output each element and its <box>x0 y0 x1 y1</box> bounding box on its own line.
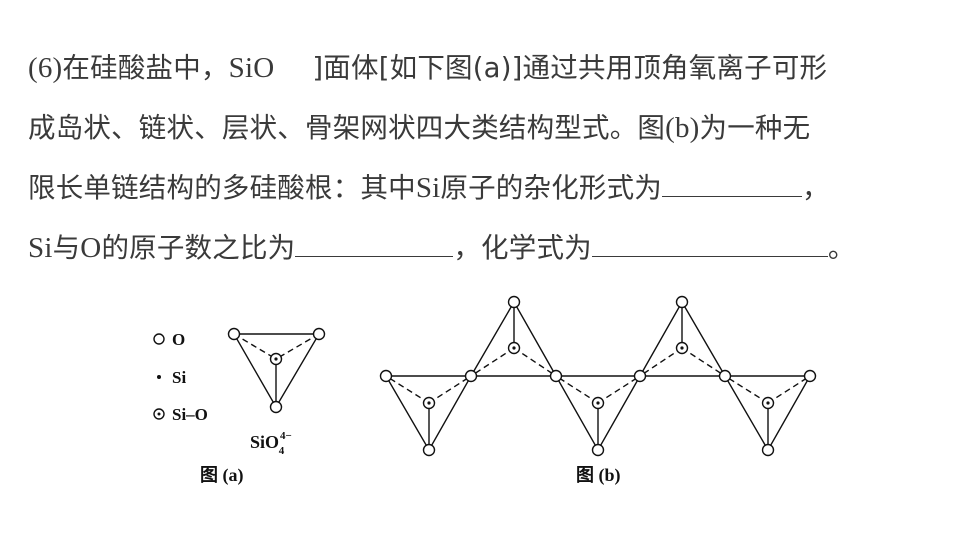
legend-si-label: Si <box>172 368 186 387</box>
line3-text-c: ， <box>802 172 830 204</box>
question-line-2: 成岛状、链状、层状、骨架网状四大类结构型式。图(b)为一种无 <box>28 98 938 158</box>
bond-line <box>597 375 641 404</box>
oxygen-atom <box>379 369 393 383</box>
si-symbol: Si <box>28 232 53 264</box>
line4-text-c: ，化学式为 <box>453 232 592 264</box>
question-line-4: Si与O的原子数之比为 ，化学式为 。 <box>28 218 938 278</box>
oxygen-atom <box>549 369 563 383</box>
question-line-3: 限长单链结构的多硅酸根：其中Si原子的杂化形式为 ， <box>28 158 938 218</box>
bond-line <box>555 375 599 404</box>
bond-line <box>470 347 515 377</box>
caption-a: 图 (a) <box>200 465 244 486</box>
question-line-1: (6)在硅酸盐中，SiO ]面体[如下图(a)]通过共用顶角氧离子可形 <box>28 38 938 98</box>
oxygen-atom <box>718 369 732 383</box>
question-number: (6) <box>28 52 63 84</box>
oxygen-atom <box>422 443 436 457</box>
silicon-atom <box>512 346 516 350</box>
oxygen-atom <box>507 295 521 309</box>
figure-a: O Si Si–O SiO4−4 图 (a) <box>153 327 326 486</box>
si-symbol: Si <box>415 172 441 204</box>
apical-bonds <box>428 302 769 450</box>
oxygen-atom <box>761 443 775 457</box>
line1-text-a: 在硅酸盐中， <box>62 52 229 84</box>
bond-line <box>275 333 320 360</box>
legend-sio-dot <box>157 412 161 416</box>
legend-o-label: O <box>172 330 185 349</box>
line4-text-a: 与 <box>52 232 81 264</box>
formula-sio4: SiO4− 4 <box>250 430 292 457</box>
caption-b: 图 (b) <box>576 465 621 486</box>
legend: O Si Si–O <box>153 330 208 424</box>
silicon-atom <box>427 401 431 405</box>
oxygen-atoms <box>379 295 817 457</box>
line3-text-a: 限长单链结构的多硅酸根：其中 <box>28 172 416 204</box>
oxygen-atom <box>633 369 647 383</box>
legend-si-dot <box>157 375 161 379</box>
oxygen-atom <box>675 295 689 309</box>
o-symbol: O <box>80 232 102 264</box>
answer-blank-formula[interactable] <box>591 234 828 257</box>
legend-o-circle <box>153 333 165 345</box>
formula-charge: 4− <box>280 430 292 442</box>
bond-line <box>428 375 472 404</box>
bond-line <box>385 375 430 404</box>
question-text: (6)在硅酸盐中，SiO]面体[如下图(a)]通过共用顶角氧离子可形 成岛状、链… <box>28 38 938 278</box>
oxygen-atom <box>227 327 241 341</box>
sio-formula: SiO <box>228 52 275 84</box>
bond-line <box>233 333 277 360</box>
tetrahedron-outline <box>232 333 321 409</box>
silicon-atom <box>766 401 770 405</box>
silicon-atom <box>680 346 684 350</box>
formula-subscript: 4 <box>279 445 285 457</box>
figure-b: 图 (b) <box>379 295 817 486</box>
bond-line <box>767 375 811 404</box>
oxygen-atom <box>464 369 478 383</box>
bond-line <box>724 375 769 404</box>
formula-base: SiO <box>250 432 279 452</box>
oxygen-atom <box>269 400 283 414</box>
tetrahedron-a <box>232 333 321 409</box>
line4-text-d: 。 <box>827 232 856 264</box>
bond-line <box>681 347 726 377</box>
silicon-atom <box>274 357 278 361</box>
line4-text-b: 的原子数之比为 <box>101 232 296 264</box>
sio-centers <box>422 341 775 410</box>
line2-text-a: 成岛状、链状、层状、骨架网状四大类结构型式。图 <box>28 112 666 144</box>
oxygen-atom <box>312 327 326 341</box>
oxygen-atom <box>591 443 605 457</box>
line3-text-b: 原子的杂化形式为 <box>440 172 663 204</box>
answer-blank-hybridization[interactable] <box>662 174 803 197</box>
line1-text-b: ]面体[如下图(a)]通过共用顶角氧离子可形 <box>312 52 828 84</box>
figure-b-ref: (b) <box>665 112 700 144</box>
bond-lines <box>385 347 811 404</box>
answer-blank-ratio[interactable] <box>295 234 454 257</box>
legend-sio-label: Si–O <box>172 405 208 424</box>
silicon-atom <box>596 401 600 405</box>
bond-line <box>513 347 557 377</box>
bond-line <box>639 347 683 377</box>
oxygen-atom <box>803 369 817 383</box>
line2-text-b: 为一种无 <box>699 112 811 144</box>
